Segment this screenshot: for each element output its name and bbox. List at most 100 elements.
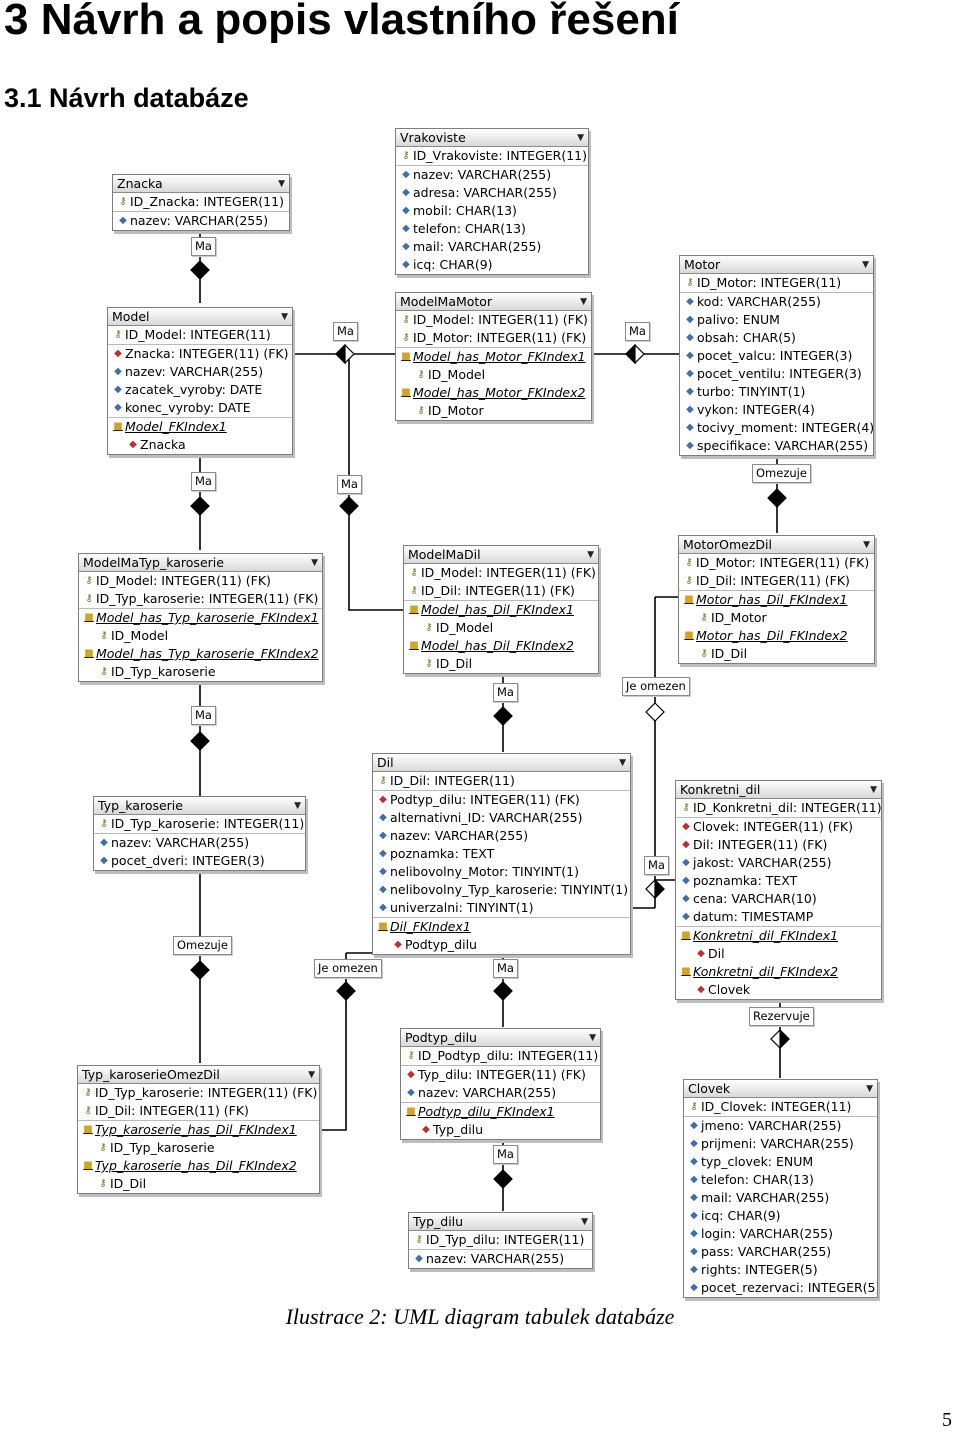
foreign-key-icon: ◆ bbox=[407, 1069, 415, 1080]
table-typ-dilu: Typ_dilu▼ ⚷ID_Typ_dilu: INTEGER(11) ◆naz… bbox=[408, 1212, 593, 1269]
column-row: ◆Clovek: INTEGER(11) (FK) bbox=[676, 818, 881, 836]
column-icon: ◆ bbox=[402, 223, 410, 234]
index-column-row: ⚷ID_Model bbox=[404, 619, 598, 637]
column-row: ◆palivo: ENUM bbox=[680, 311, 873, 329]
folder-icon: ■ bbox=[113, 421, 123, 432]
index-column-row: ◆Clovek bbox=[676, 981, 881, 999]
table-name: Model bbox=[112, 308, 150, 324]
dropdown-arrow-icon[interactable]: ▼ bbox=[281, 311, 288, 322]
primary-key-row: ⚷ID_Clovek: INTEGER(11) bbox=[684, 1098, 877, 1116]
table-name: Typ_karoserieOmezDil bbox=[82, 1066, 220, 1082]
table-name: ModelMaDil bbox=[408, 546, 481, 562]
column-row: ◆pocet_rezervaci: INTEGER(5) bbox=[684, 1279, 877, 1297]
column-icon: ◆ bbox=[114, 384, 122, 395]
primary-key-row: ⚷ID_Typ_dilu: INTEGER(11) bbox=[409, 1231, 592, 1249]
dropdown-arrow-icon[interactable]: ▼ bbox=[863, 539, 870, 550]
key-icon: ⚷ bbox=[100, 630, 108, 641]
index-column-row: ⚷ID_Typ_karoserie bbox=[79, 663, 322, 681]
table-motoromezdil: MotorOmezDil▼ ⚷ID_Motor: INTEGER(11) (FK… bbox=[678, 535, 875, 664]
dropdown-arrow-icon[interactable]: ▼ bbox=[308, 1069, 315, 1080]
key-icon: ⚷ bbox=[410, 567, 418, 578]
dropdown-arrow-icon[interactable]: ▼ bbox=[580, 296, 587, 307]
dropdown-arrow-icon[interactable]: ▼ bbox=[870, 784, 877, 795]
index-row: ■Podtyp_dilu_FKIndex1 bbox=[401, 1103, 600, 1121]
dropdown-arrow-icon[interactable]: ▼ bbox=[589, 1032, 596, 1043]
key-icon: ⚷ bbox=[85, 575, 93, 586]
column-row: ◆rights: INTEGER(5) bbox=[684, 1261, 877, 1279]
column-icon: ◆ bbox=[114, 402, 122, 413]
column-icon: ◆ bbox=[379, 884, 387, 895]
column-icon: ◆ bbox=[114, 366, 122, 377]
table-typ-karoserie: Typ_karoserie▼ ⚷ID_Typ_karoserie: INTEGE… bbox=[93, 796, 306, 871]
table-header: MotorOmezDil▼ bbox=[679, 536, 874, 554]
column-row: ◆cena: VARCHAR(10) bbox=[676, 890, 881, 908]
index-row: ■Model_has_Motor_FKIndex1 bbox=[396, 348, 591, 366]
folder-icon: ■ bbox=[684, 594, 694, 605]
foreign-key-icon: ◆ bbox=[682, 821, 690, 832]
dropdown-arrow-icon[interactable]: ▼ bbox=[619, 757, 626, 768]
column-icon: ◆ bbox=[686, 314, 694, 325]
column-icon: ◆ bbox=[682, 911, 690, 922]
table-name: Znacka bbox=[117, 175, 163, 191]
diamond-13 bbox=[493, 981, 513, 1001]
foreign-key-icon: ◆ bbox=[379, 794, 387, 805]
index-column-row: ⚷ID_Motor bbox=[396, 402, 591, 420]
column-icon: ◆ bbox=[686, 350, 694, 361]
dropdown-arrow-icon[interactable]: ▼ bbox=[278, 178, 285, 189]
primary-key-row: ⚷ID_Typ_karoserie: INTEGER(11) (FK) bbox=[79, 590, 322, 608]
index-row: ■Model_has_Dil_FKIndex2 bbox=[404, 637, 598, 655]
primary-key-row: ⚷ID_Vrakoviste: INTEGER(11) bbox=[396, 147, 588, 165]
column-row: ◆datum: TIMESTAMP bbox=[676, 908, 881, 926]
dropdown-arrow-icon[interactable]: ▼ bbox=[311, 557, 318, 568]
column-icon: ◆ bbox=[402, 205, 410, 216]
key-icon: ⚷ bbox=[685, 575, 693, 586]
folder-icon: ■ bbox=[409, 640, 419, 651]
diamond-4 bbox=[190, 496, 210, 516]
primary-key-row: ⚷ID_Model: INTEGER(11) (FK) bbox=[79, 572, 322, 590]
primary-key-row: ⚷ID_Model: INTEGER(11) bbox=[108, 326, 292, 344]
dropdown-arrow-icon[interactable]: ▼ bbox=[581, 1216, 588, 1227]
column-row: ◆alternativni_ID: VARCHAR(255) bbox=[373, 809, 630, 827]
dropdown-arrow-icon[interactable]: ▼ bbox=[587, 549, 594, 560]
key-icon: ⚷ bbox=[100, 818, 108, 829]
table-header: Typ_karoserieOmezDil ▼ bbox=[78, 1066, 319, 1084]
key-icon: ⚷ bbox=[410, 585, 418, 596]
primary-key-row: ⚷ID_Dil: INTEGER(11) (FK) bbox=[78, 1102, 319, 1120]
primary-key-row: ⚷ID_Model: INTEGER(11) (FK) bbox=[396, 311, 591, 329]
key-icon: ⚷ bbox=[84, 1087, 92, 1098]
column-row: ◆turbo: TINYINT(1) bbox=[680, 383, 873, 401]
table-typ-karoserie-omez-dil: Typ_karoserieOmezDil▼ ⚷ID_Typ_karoserie:… bbox=[77, 1065, 320, 1194]
dropdown-arrow-icon[interactable]: ▼ bbox=[862, 259, 869, 270]
column-row: ◆nazev: VARCHAR(255) bbox=[409, 1250, 592, 1268]
primary-key-row: ⚷ID_Typ_karoserie: INTEGER(11) bbox=[94, 815, 305, 833]
folder-icon: ■ bbox=[684, 630, 694, 641]
column-row: ◆icq: CHAR(9) bbox=[396, 256, 588, 274]
column-icon: ◆ bbox=[690, 1246, 698, 1257]
relation-label: Ma bbox=[191, 706, 216, 725]
relation-label: Ma bbox=[333, 322, 358, 341]
column-icon: ◆ bbox=[379, 848, 387, 859]
column-row: ◆jakost: VARCHAR(255) bbox=[676, 854, 881, 872]
table-header: ModelMaTyp_karoserie ▼ bbox=[79, 554, 322, 572]
dropdown-arrow-icon[interactable]: ▼ bbox=[866, 1083, 873, 1094]
relation-label: Ma bbox=[493, 1145, 518, 1164]
relation-label: Ma bbox=[191, 237, 216, 256]
relation-label: Ma bbox=[493, 959, 518, 978]
page-heading: 3 Návrh a popis vlastního řešení bbox=[4, 0, 679, 44]
primary-key-row: ⚷ID_Dil: INTEGER(11) (FK) bbox=[404, 582, 598, 600]
table-header: ModelMaDil ▼ bbox=[404, 546, 598, 564]
column-icon: ◆ bbox=[682, 893, 690, 904]
table-header: Znacka ▼ bbox=[113, 175, 289, 193]
foreign-key-icon: ◆ bbox=[697, 984, 705, 995]
section-heading: 3.1 Návrh databáze bbox=[4, 83, 249, 113]
dropdown-arrow-icon[interactable]: ▼ bbox=[577, 132, 584, 143]
key-icon: ⚷ bbox=[119, 196, 127, 207]
table-name: ModelMaTyp_karoserie bbox=[83, 554, 224, 570]
folder-icon: ■ bbox=[84, 648, 94, 659]
column-row: ◆telefon: CHAR(13) bbox=[684, 1171, 877, 1189]
column-row: ◆pocet_valcu: INTEGER(3) bbox=[680, 347, 873, 365]
dropdown-arrow-icon[interactable]: ▼ bbox=[294, 800, 301, 811]
key-icon: ⚷ bbox=[402, 332, 410, 343]
column-row: ◆kod: VARCHAR(255) bbox=[680, 293, 873, 311]
column-row: ◆obsah: CHAR(5) bbox=[680, 329, 873, 347]
